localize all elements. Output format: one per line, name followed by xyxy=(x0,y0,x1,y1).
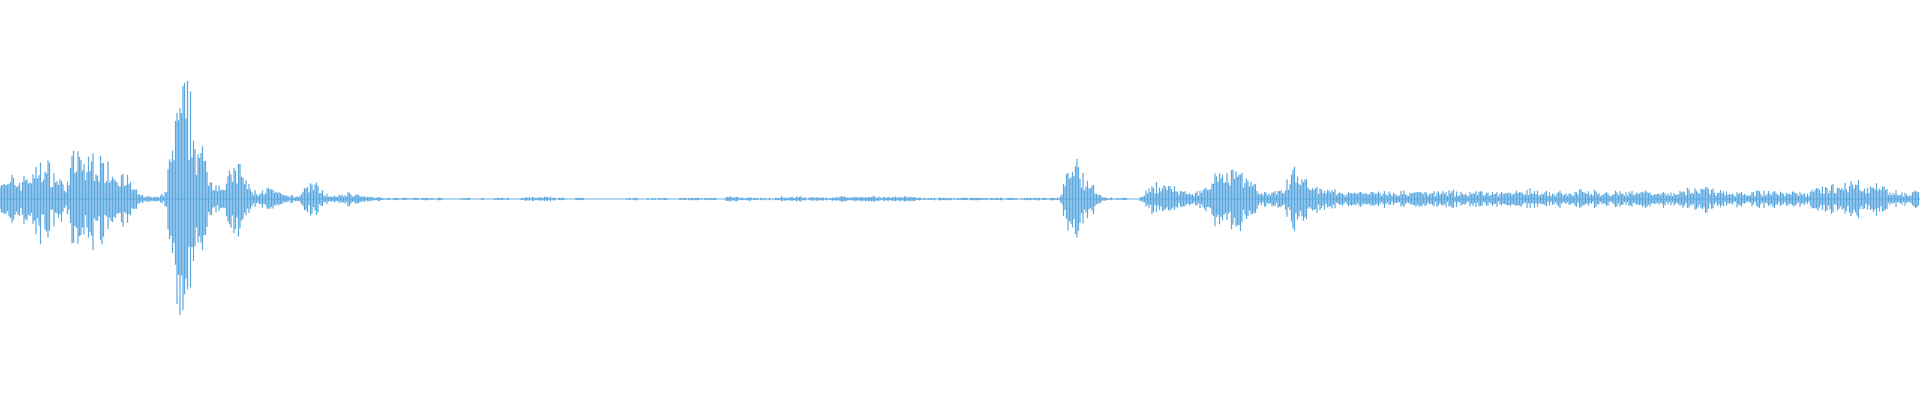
waveform-samples xyxy=(0,80,1920,315)
waveform-sample-bars xyxy=(0,80,1920,315)
